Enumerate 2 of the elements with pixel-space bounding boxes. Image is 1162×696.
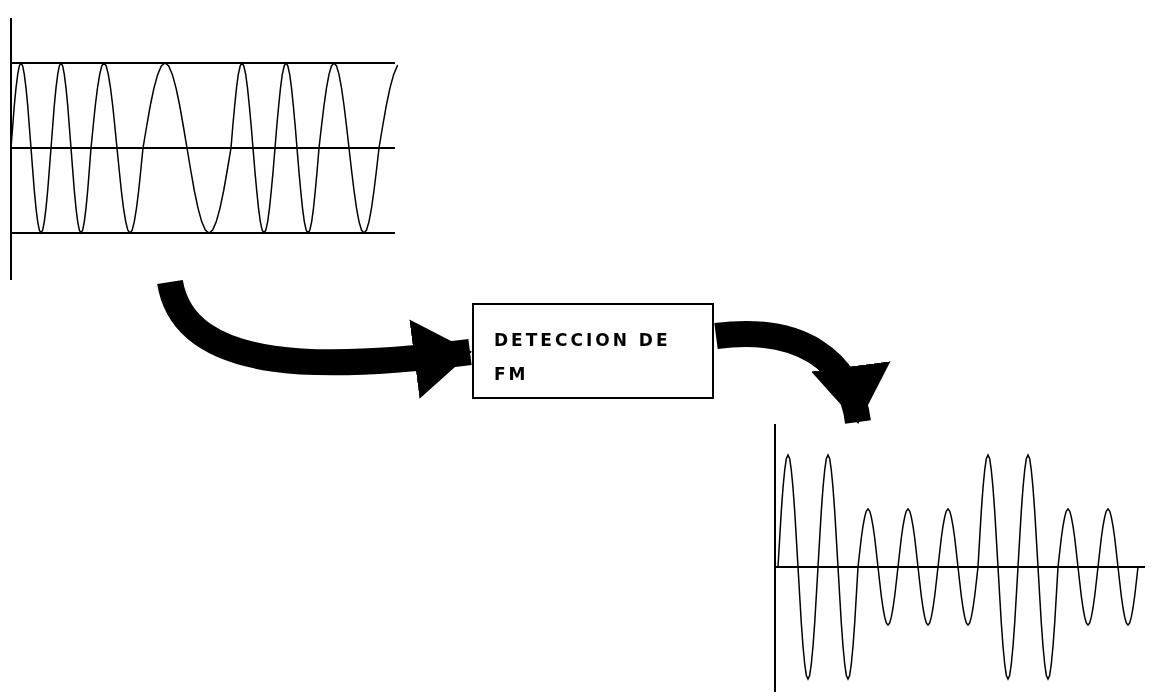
process-box	[472, 303, 714, 399]
box-label: DETECCION DE FM	[494, 329, 672, 386]
